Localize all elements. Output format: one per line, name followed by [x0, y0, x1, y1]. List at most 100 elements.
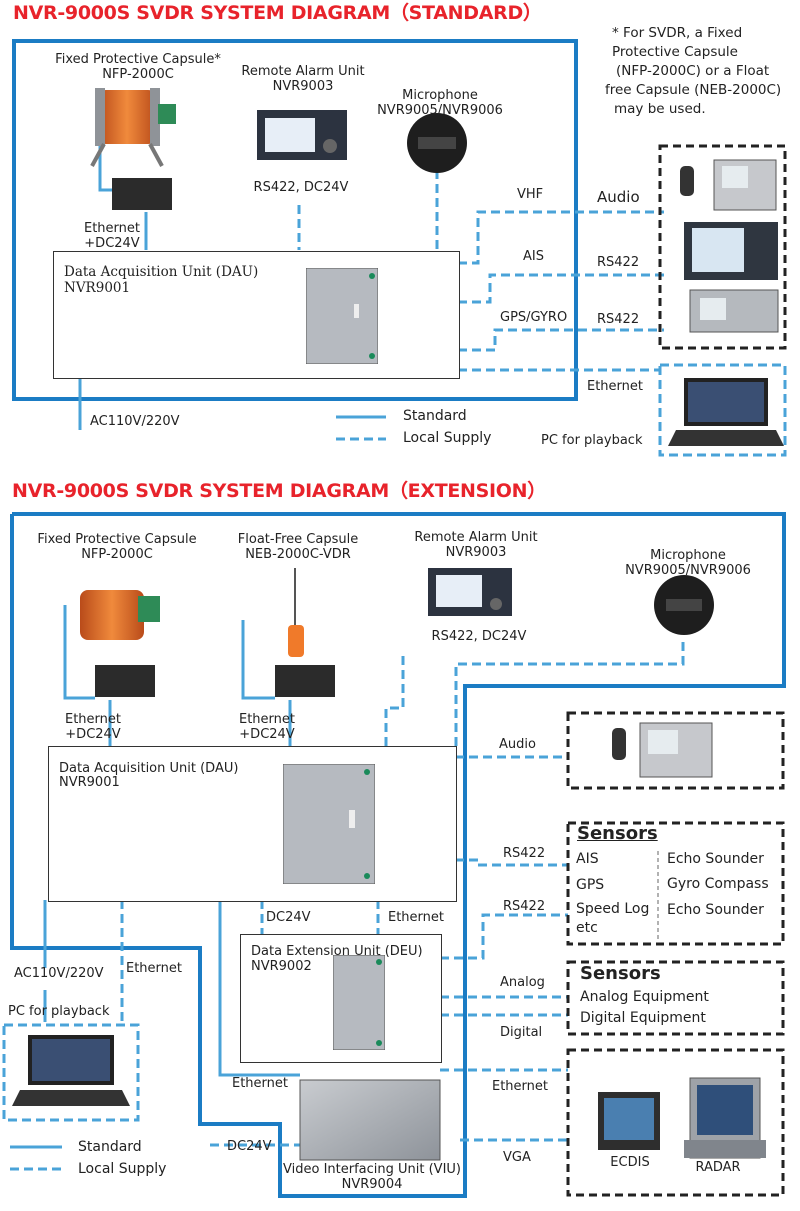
extension-title: NVR-9000S SVDR SYSTEM DIAGRAM（EXTENSION）	[12, 480, 546, 502]
power-label-std: AC110V/220V	[90, 414, 180, 429]
standard-frame	[12, 39, 578, 401]
deu-dc-label: DC24V	[266, 910, 311, 925]
sensor-item: Speed Log	[576, 901, 650, 917]
note-block: * For SVDR, a Fixed Protective Capsule (…	[605, 24, 781, 119]
pc-playback-label-ext: PC for playback	[8, 1004, 110, 1019]
note-line: may be used.	[614, 101, 706, 117]
link-vga-ext: VGA	[503, 1150, 531, 1165]
capsule-conn-dc-std: +DC24V	[84, 236, 140, 251]
dau-box-ext	[48, 746, 457, 902]
sensor-item: AIS	[576, 851, 599, 867]
dau-model-std: NVR9001	[64, 280, 131, 296]
sensors-title-1: Sensors	[577, 823, 658, 844]
legend-local-std: Local Supply	[403, 430, 492, 446]
alarm-model-std: NVR9003	[272, 79, 334, 94]
float-capsule-image-ext	[275, 568, 335, 697]
note-line: * For SVDR, a Fixed	[612, 25, 743, 41]
float-conn-ethernet-ext: Ethernet	[239, 712, 295, 727]
audio-devices-box-ext	[566, 711, 785, 790]
note-line: (NFP-2000C) or a Float	[616, 63, 770, 79]
float-capsule-name-ext: Float-Free Capsule	[237, 532, 359, 547]
deu-name: Data Extension Unit (DEU)	[251, 944, 423, 959]
capsule-name-std: Fixed Protective Capsule*	[55, 52, 221, 67]
ecdis-label: ECDIS	[610, 1155, 650, 1170]
fixed-capsule-model-ext: NFP-2000C	[81, 547, 153, 562]
deu-model: NVR9002	[251, 959, 312, 974]
sensor-item: Analog Equipment	[580, 989, 709, 1005]
viu-model: NVR9004	[341, 1177, 403, 1192]
sensors-box-2	[566, 960, 785, 1036]
capsule-conn-ethernet-std: Ethernet	[84, 221, 140, 236]
sensor-item: GPS	[576, 877, 605, 893]
link-analog-ext: Analog	[500, 975, 545, 990]
link-rs422-ais-std: RS422	[597, 255, 640, 270]
dau-model-ext: NVR9001	[59, 775, 120, 790]
alarm-model-ext: NVR9003	[445, 545, 507, 560]
alarm-unit-image-ext	[428, 568, 512, 616]
mic-name-ext: Microphone	[650, 548, 726, 563]
alarm-unit-image-std	[257, 110, 347, 160]
fixed-capsule-image-ext	[80, 590, 160, 697]
link-gps-gyro-std: GPS/GYRO	[500, 310, 568, 325]
dau-cabinet-overlay-ext	[283, 764, 375, 884]
microphone-image-ext	[654, 575, 714, 635]
viu-name: Video Interfacing Unit (VIU)	[283, 1162, 461, 1177]
deu-eth-label: Ethernet	[388, 910, 444, 925]
sensors-box-1	[566, 821, 785, 946]
audio-device-image-ext	[612, 722, 713, 778]
mic-name-std: Microphone	[402, 88, 478, 103]
viu-eth-label: Ethernet	[232, 1076, 288, 1091]
pc-playback-box-std	[658, 363, 787, 457]
link-ethernet-std: Ethernet	[587, 379, 643, 394]
dau-cabinet-overlay-std	[306, 268, 378, 364]
note-line: free Capsule (NEB-2000C)	[605, 82, 782, 98]
mic-model-ext: NVR9005/NVR9006	[625, 563, 751, 578]
microphone-image-std	[407, 113, 467, 173]
legend-standard-ext: Standard	[78, 1139, 142, 1155]
mic-model-std: NVR9005/NVR9006	[377, 103, 503, 118]
dau-name-std: Data Acquisition Unit (DAU)	[64, 264, 259, 280]
capsule-image-std	[90, 88, 176, 210]
power-label-ext: AC110V/220V	[14, 966, 104, 981]
pc-ethernet-label-ext: Ethernet	[126, 961, 182, 976]
fixed-capsule-name-ext: Fixed Protective Capsule	[37, 532, 197, 547]
link-ethernet-ext: Ethernet	[492, 1079, 548, 1094]
viu-box	[299, 1079, 441, 1161]
alarm-name-ext: Remote Alarm Unit	[414, 530, 538, 545]
sensor-item: Echo Sounder	[667, 851, 764, 867]
pc-playback-label-std: PC for playback	[541, 433, 643, 448]
laptop-image-ext	[12, 1035, 130, 1106]
legend-standard-std: Standard	[403, 408, 467, 424]
laptop-image-std	[668, 378, 784, 446]
viu-dc-label: DC24V	[227, 1139, 272, 1154]
link-rs422-b-ext: RS422	[503, 899, 546, 914]
ecdis-image	[598, 1092, 660, 1150]
sensor-item: Echo Sounder	[667, 902, 764, 918]
audio-devices-box-std	[658, 144, 787, 350]
dau-box-std	[53, 251, 460, 379]
link-digital-ext: Digital	[500, 1025, 543, 1040]
float-conn-dc-ext: +DC24V	[239, 727, 295, 742]
link-vhf-std: VHF	[517, 187, 544, 202]
standard-title: NVR-9000S SVDR SYSTEM DIAGRAM（STANDARD）	[13, 2, 542, 24]
pc-playback-box-ext	[2, 1023, 140, 1122]
link-ais-std: AIS	[523, 249, 544, 264]
legend-local-ext: Local Supply	[78, 1161, 167, 1177]
sensors-title-2: Sensors	[580, 963, 661, 984]
display-devices-box	[566, 1048, 785, 1197]
alarm-conn-ext: RS422, DC24V	[431, 629, 527, 644]
sensor-item: Digital Equipment	[580, 1010, 706, 1026]
fixed-conn-ethernet-ext: Ethernet	[65, 712, 121, 727]
alarm-conn-std: RS422, DC24V	[253, 180, 349, 195]
sensor-item: Gyro Compass	[667, 876, 769, 892]
note-line: Protective Capsule	[612, 44, 738, 60]
link-rs422-gps-std: RS422	[597, 312, 640, 327]
devices-image-std	[680, 159, 779, 333]
fixed-conn-dc-ext: +DC24V	[65, 727, 121, 742]
extension-frame	[10, 512, 786, 1198]
link-audio-ext: Audio	[499, 737, 536, 752]
radar-image	[684, 1077, 766, 1159]
sensor-item: etc	[576, 920, 598, 936]
